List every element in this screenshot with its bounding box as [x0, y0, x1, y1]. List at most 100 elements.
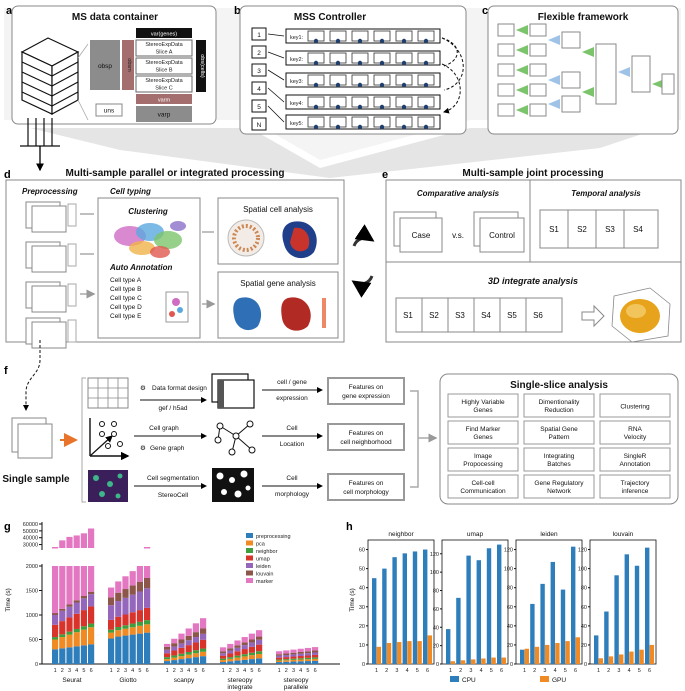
- analysis-item-box: [447, 474, 519, 499]
- feat-expression-box: [327, 377, 405, 405]
- g-bar-segment: [220, 660, 227, 663]
- g-bar-segment: [73, 600, 80, 603]
- index-cell: [251, 117, 267, 131]
- h-bar-cpu: [497, 544, 502, 664]
- slice-a-line2: Slice A: [156, 50, 173, 56]
- h-bar-cpu: [634, 565, 640, 664]
- g-bar-segment: [256, 644, 263, 652]
- key-pointer: [357, 124, 363, 130]
- h-legend-cpu-label: CPU: [462, 677, 476, 684]
- h-legend-gpu-swatch: [540, 676, 549, 682]
- uns-label: uns: [104, 108, 115, 115]
- g-xtick-label: 5: [194, 668, 197, 674]
- g-bar-segment: [164, 643, 171, 647]
- integrate3d-label: 3D integrate analysis: [488, 276, 578, 286]
- h-bar-cpu: [614, 575, 619, 664]
- h-ytick-label: 40: [507, 624, 513, 630]
- g-bar-segment: [248, 655, 255, 660]
- h-bar-cpu: [402, 553, 407, 664]
- analysis-item-box: [447, 420, 519, 445]
- g-bar-segment: [171, 660, 178, 664]
- h-ytick-label: 40: [581, 624, 587, 630]
- g-bar-segment: [192, 637, 199, 643]
- g-bar-segment: [122, 614, 129, 626]
- typing-to-spatial-arrows: [202, 231, 214, 304]
- analysis-item-label: Trajectory: [621, 480, 650, 487]
- analysis-item-box: [523, 393, 595, 418]
- g-bar-segment: [248, 639, 255, 643]
- g-bar-segment: [122, 576, 129, 590]
- h-xtick-label: 3: [617, 668, 620, 674]
- g-bar-segment: [227, 658, 234, 662]
- key-label: key1:: [290, 35, 304, 41]
- key-pointer: [379, 38, 385, 44]
- g-bar-segment: [178, 643, 185, 648]
- g-ytick-label: 50000: [23, 529, 38, 535]
- key-pointer: [335, 38, 341, 44]
- g-bar-segment: [80, 610, 87, 627]
- h-xtick-label: 2: [385, 668, 388, 674]
- cell-type-label: Cell type A: [110, 277, 142, 284]
- index-link: [267, 105, 285, 123]
- temporal-slice-label: S4: [633, 225, 643, 234]
- obsp-block: [90, 40, 120, 90]
- g-bar-segment: [276, 662, 283, 664]
- 3d-slice-label: S2: [429, 311, 439, 320]
- flow-arrow-green: [516, 85, 528, 95]
- h-bar-gpu: [471, 659, 476, 664]
- g-bar-segment: [241, 656, 248, 660]
- h-xtick-label: 4: [480, 668, 483, 674]
- index-link: [267, 69, 285, 81]
- flow-arrow-green: [516, 65, 528, 75]
- g-bar-segment: [73, 646, 80, 664]
- g-bar-segment: [304, 657, 311, 660]
- h-plot-title: louvain: [613, 531, 634, 538]
- cell-gene-label: cell / gene: [277, 379, 307, 386]
- h-bar-cpu: [560, 589, 566, 664]
- g-bar-segment: [290, 652, 297, 655]
- cube-projection-lines: [77, 43, 89, 121]
- g-bar-segment: [297, 648, 304, 652]
- g-bar-segment: [171, 643, 178, 647]
- clustering-label: Clustering: [128, 207, 168, 216]
- h-bar-cpu: [392, 557, 397, 664]
- g-bar-segment: [178, 653, 185, 657]
- g-bar-segment: [185, 658, 192, 664]
- key-pointer: [379, 60, 385, 66]
- h-bar-gpu: [608, 656, 614, 664]
- g-bar-segment: [283, 660, 290, 662]
- g-bar-segment: [115, 627, 122, 631]
- g-bar-segment: [66, 566, 73, 605]
- obsm-label: obsm: [126, 58, 132, 72]
- analysis-item-label: Annotation: [619, 461, 650, 468]
- g-bar-segment: [283, 659, 290, 661]
- g-bar-segment: [297, 658, 304, 660]
- g-bar-segment: [297, 651, 304, 654]
- features-bracket-arrow: [410, 390, 436, 488]
- comparative-label: Comparative analysis: [417, 189, 500, 198]
- 3d-slice-label: S5: [507, 311, 517, 320]
- g-xtick-label: 4: [243, 668, 246, 674]
- g-bar-segment: [248, 659, 255, 664]
- g-bar-segment: [227, 657, 234, 659]
- g-ytick-label: 40000: [23, 536, 38, 542]
- g-xtick-label: 1: [278, 668, 281, 674]
- g-xtick-label: 3: [180, 668, 183, 674]
- panel-h-letter: h: [346, 521, 353, 533]
- g-bar-segment: [283, 650, 290, 654]
- key-pointer: [357, 82, 363, 88]
- g-bar-segment: [66, 617, 73, 632]
- feat-neighborhood-box: [327, 423, 405, 451]
- analysis-item-label: Pattern: [549, 434, 570, 441]
- flow-network: [497, 23, 675, 117]
- g-bar-segment: [88, 644, 95, 664]
- g-bar-segment: [88, 594, 95, 607]
- h-bar-gpu: [386, 643, 392, 664]
- h-xtick-label: 1: [597, 668, 600, 674]
- g-bar-segment: [227, 643, 234, 649]
- g-ylabel: Time (s): [5, 588, 12, 612]
- spatial-gene-label: Spatial gene analysis: [240, 279, 316, 288]
- panel-g: g Time (s)600005000040000300002000150010…: [4, 521, 340, 691]
